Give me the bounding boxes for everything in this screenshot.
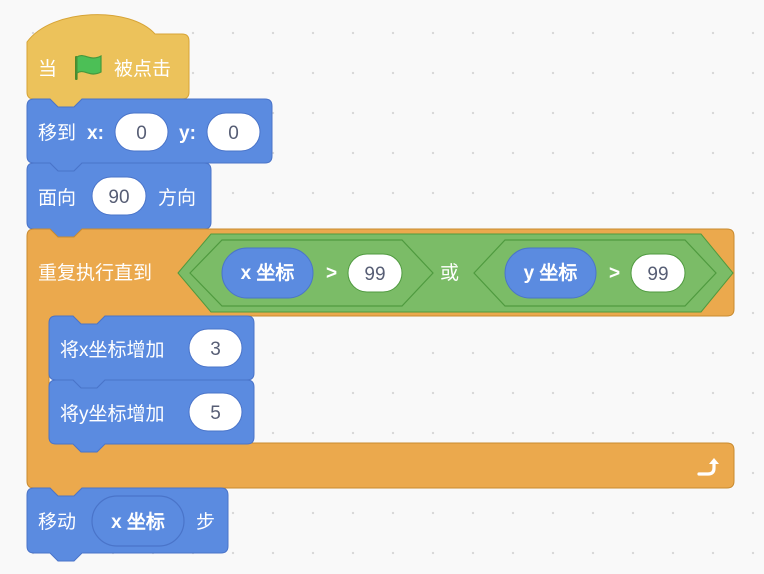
- direction-suffix: 方向: [158, 187, 196, 209]
- change-x-input[interactable]: 3: [188, 328, 243, 368]
- greater-than-right-block[interactable]: y 坐标 > 99: [473, 239, 717, 307]
- direction-input[interactable]: 90: [91, 176, 147, 216]
- change-x-block[interactable]: 将x坐标增加 3: [48, 315, 255, 389]
- hat-suffix-label: 被点击: [114, 58, 171, 80]
- move-label: 移动: [38, 511, 76, 533]
- goto-xy-block[interactable]: 移到 x: 0 y: 0: [26, 98, 273, 172]
- gt-left-value: 99: [364, 264, 385, 285]
- direction-label: 面向: [38, 187, 76, 209]
- goto-x-value: 0: [136, 123, 147, 144]
- hat-prefix-label: 当: [38, 58, 57, 80]
- gt-left-value-input[interactable]: 99: [347, 253, 403, 293]
- when-flag-clicked-block[interactable]: 当 被点击: [26, 14, 190, 108]
- or-joiner-label: 或: [440, 262, 459, 284]
- change-y-block[interactable]: 将y坐标增加 5: [48, 379, 255, 453]
- gt-right-value: 99: [647, 264, 668, 285]
- goto-y-value: 0: [228, 123, 239, 144]
- repeat-until-label: 重复执行直到: [38, 262, 152, 284]
- x-position-label-move: x 坐标: [111, 511, 165, 533]
- y-position-reporter[interactable]: y 坐标: [504, 247, 597, 299]
- move-suffix: 步: [196, 511, 215, 533]
- change-y-value: 5: [210, 403, 221, 424]
- x-position-reporter-left[interactable]: x 坐标: [221, 247, 314, 299]
- goto-y-input[interactable]: 0: [206, 112, 261, 152]
- change-y-input[interactable]: 5: [188, 392, 243, 432]
- goto-x-label: x:: [87, 123, 104, 144]
- gt-op-left: >: [326, 263, 337, 284]
- point-in-direction-block[interactable]: 面向 90 方向: [26, 162, 212, 238]
- direction-value: 90: [108, 187, 129, 208]
- green-flag-icon[interactable]: [75, 54, 102, 80]
- gt-right-value-input[interactable]: 99: [630, 253, 686, 293]
- goto-y-label: y:: [179, 123, 196, 144]
- goto-x-input[interactable]: 0: [114, 112, 169, 152]
- repeat-until-block[interactable]: 重复执行直到 或 x 坐标 > 99: [26, 228, 735, 497]
- or-operator-block[interactable]: 或 x 坐标 > 99 y 坐标: [177, 233, 734, 313]
- change-x-label: 将x坐标增加: [60, 339, 165, 361]
- x-position-label-left: x 坐标: [241, 262, 295, 284]
- y-position-label: y 坐标: [524, 262, 578, 284]
- change-y-label: 将y坐标增加: [60, 403, 165, 425]
- goto-label: 移到: [38, 122, 76, 144]
- gt-op-right: >: [609, 263, 620, 284]
- change-x-value: 3: [210, 339, 221, 360]
- repeat-arrow-icon: [697, 458, 719, 476]
- move-steps-block[interactable]: 移动 x 坐标 步: [26, 487, 229, 562]
- x-position-reporter-move[interactable]: x 坐标: [91, 495, 185, 547]
- greater-than-left-block[interactable]: x 坐标 > 99: [189, 239, 434, 307]
